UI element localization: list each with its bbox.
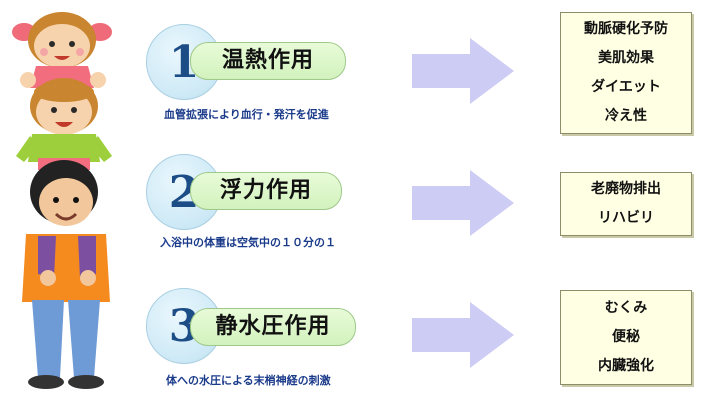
effect-description: 血管拡張により血行・発汗を促進 [164,108,329,121]
family-piggyback-illustration [12,12,112,389]
effect-row-3: 3 静水圧作用 体への水圧による末梢神経の刺激 むくみ 便秘 内臓強化 [0,262,710,387]
benefit-item: 冷え性 [605,108,647,124]
effect-title-pill: 温熱作用 [190,42,346,80]
benefit-box: むくみ 便秘 内臓強化 [560,290,692,385]
benefit-item: ダイエット [591,79,661,95]
effect-title: 浮力作用 [219,178,312,203]
benefit-item: 美肌効果 [598,50,654,66]
right-arrow-icon [412,302,514,368]
benefit-item: むくみ [604,300,648,316]
benefit-item: リハビリ [598,210,654,226]
right-arrow-icon [412,38,514,104]
number-badge: 3 [146,288,222,364]
effect-row-2: 2 浮力作用 入浴中の体重は空気中の１０分の１ 老廃物排出 リハビリ [0,130,710,250]
effect-title: 温熱作用 [221,48,314,73]
benefit-item: 内臓強化 [598,358,654,374]
benefit-item: 便秘 [612,329,640,345]
effect-description: 入浴中の体重は空気中の１０分の１ [160,236,336,249]
effect-title-pill: 浮力作用 [190,172,342,210]
effect-title-pill: 静水圧作用 [190,308,356,346]
effect-title: 静水圧作用 [215,314,331,339]
right-arrow-icon [412,170,514,236]
effect-description: 体への水圧による末梢神経の刺激 [166,374,331,387]
effect-row-1: 1 温熱作用 血管拡張により血行・発汗を促進 動脈硬化予防 美肌効果 ダイエット… [0,0,710,134]
benefit-box: 動脈硬化予防 美肌効果 ダイエット 冷え性 [560,12,692,134]
benefit-item: 老廃物排出 [591,181,661,197]
benefit-item: 動脈硬化予防 [584,21,668,37]
benefit-box: 老廃物排出 リハビリ [560,172,692,236]
